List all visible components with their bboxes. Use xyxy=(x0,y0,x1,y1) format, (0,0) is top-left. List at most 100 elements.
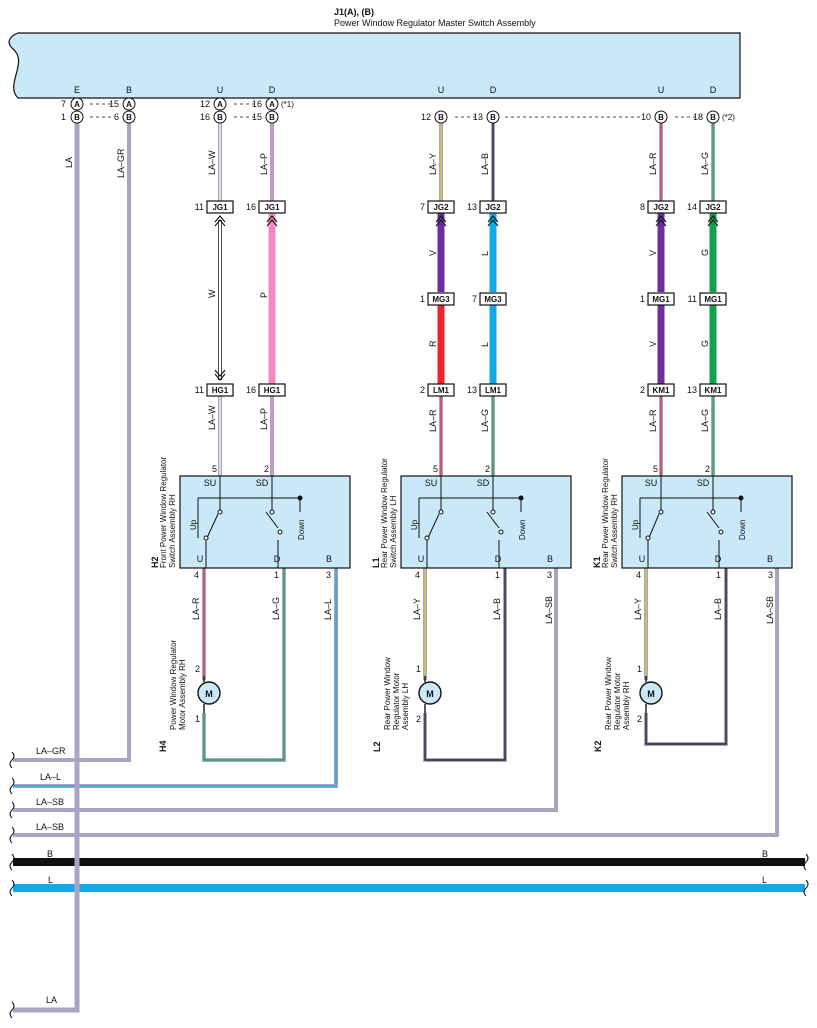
connector-letter: B xyxy=(74,113,80,122)
pin-number: 2 xyxy=(705,464,710,474)
pin-number: 2 xyxy=(264,464,269,474)
pin-number: 10 xyxy=(641,112,651,122)
wire-label: LA–B xyxy=(480,153,490,175)
pin-number: 4 xyxy=(415,570,420,580)
motor-symbol: M xyxy=(205,689,213,699)
column-wire-labels: LA–W W LA–W LA–P P LA–P LA–Y V R LA–R LA… xyxy=(207,150,710,432)
wire-label: LA–R xyxy=(648,409,658,432)
switch-ref: L1 xyxy=(371,557,381,568)
connector-letter: A xyxy=(126,100,132,109)
motor-symbol: M xyxy=(426,689,434,699)
bus-label-la: LA xyxy=(46,995,57,1005)
connector-letter: A xyxy=(217,100,223,109)
bus-label-la-gr: LA–GR xyxy=(36,746,66,756)
terminal-label: SD xyxy=(477,478,490,488)
pin-number: 4 xyxy=(194,570,199,580)
master-pin-row-b: 1 B 6 B 16 B 15 B 12 B 13 B 10 B 18 B (*… xyxy=(61,110,735,124)
motor-l2: M 1 2 L2 Rear Power Window Regulator Mot… xyxy=(372,657,442,752)
connector-km1-2 xyxy=(647,383,675,397)
break-mark xyxy=(803,853,809,871)
motor-ref: L2 xyxy=(372,741,382,752)
connector-letter: B xyxy=(490,113,496,122)
pin-number: 3 xyxy=(768,570,773,580)
switch-ref: H2 xyxy=(150,556,160,568)
wire-label: LA–W xyxy=(207,405,217,430)
pin-number: 1 xyxy=(274,570,279,580)
bus-la-gr xyxy=(13,117,131,762)
switch-name: Rear Power Window Regulator Switch Assem… xyxy=(380,456,398,568)
pin-note: (*1) xyxy=(281,100,294,109)
bus-la-sb-1 xyxy=(13,568,558,812)
bus-label-b-right: B xyxy=(762,849,768,859)
pin-number: 13 xyxy=(473,112,483,122)
switch-up-label: Up xyxy=(631,519,640,530)
switch-up-label: Up xyxy=(410,519,419,530)
pin-name-b: B xyxy=(126,85,132,95)
connector-row-jg: JG1 11 JG1 16 JG2 7 JG2 13 JG2 8 JG2 14 xyxy=(195,200,727,214)
connector-jg1-11 xyxy=(206,200,234,214)
connector-badge xyxy=(434,110,448,124)
wire-label: R xyxy=(428,340,438,347)
bus-label-l-right: L xyxy=(762,875,767,885)
pin-number: 8 xyxy=(640,202,645,212)
wire-label: L xyxy=(480,342,490,347)
break-mark xyxy=(803,879,809,897)
pin-name-u2: U xyxy=(438,85,445,95)
motor-name: Assembly LH xyxy=(401,683,410,730)
switch-l1-schematic xyxy=(418,476,522,568)
motor-k2: M 1 2 K2 Rear Power Window Regulator Mot… xyxy=(593,657,663,752)
connector-badge xyxy=(213,97,227,111)
connector-badge xyxy=(122,110,136,124)
connector-jg1-16 xyxy=(258,200,286,214)
switch-ref: K1 xyxy=(592,556,602,568)
motor-name: Regulator Motor xyxy=(392,672,401,730)
ground-buses: LA–GR LA–L LA–SB LA–SB B B L L LA xyxy=(9,117,809,1019)
wire-label-la: LA xyxy=(64,157,74,168)
connector-mg1-11 xyxy=(699,292,727,306)
pin-number: 2 xyxy=(416,714,421,724)
connector-letter: A xyxy=(269,100,275,109)
pin-number: 13 xyxy=(467,385,477,395)
connector-label: LM1 xyxy=(433,386,450,395)
wire-label: LA–P xyxy=(259,153,269,175)
wire-label: V xyxy=(648,341,658,347)
pin-number: 18 xyxy=(693,112,703,122)
connector-letter: B xyxy=(269,113,275,122)
bus-la-sb-2 xyxy=(13,568,779,837)
bus-label-la-l: LA–L xyxy=(40,772,61,782)
connector-badge xyxy=(486,110,500,124)
pin-number: 7 xyxy=(61,99,66,109)
connector-label: LM1 xyxy=(485,386,502,395)
connector-lm1-2 xyxy=(427,383,455,397)
connector-jg2-14 xyxy=(699,200,727,214)
pin-number: 11 xyxy=(688,294,697,304)
connector-label: KM1 xyxy=(653,386,670,395)
pin-number: 2 xyxy=(420,385,425,395)
wire-label: LA–R xyxy=(191,597,201,620)
motor-ref: K2 xyxy=(593,740,603,752)
connector-lm1-13 xyxy=(479,383,507,397)
connector-badge xyxy=(213,110,227,124)
connector-badge xyxy=(70,97,84,111)
connector-label: JG2 xyxy=(705,203,721,212)
pin-number: 13 xyxy=(687,385,697,395)
wire-label: LA–R xyxy=(648,152,658,175)
connector-row-mg: MG3 1 MG3 7 MG1 1 MG1 11 xyxy=(420,292,727,306)
break-mark xyxy=(9,853,15,871)
motor-ref: H4 xyxy=(158,740,168,752)
bus-la-l-stripe xyxy=(13,568,337,787)
wire-label: L xyxy=(480,251,490,256)
pin-number: 15 xyxy=(109,99,119,109)
connector-mg3-1 xyxy=(427,292,455,306)
master-pin-row-a: 7 A 15 A 12 A 16 A (*1) xyxy=(61,97,294,111)
terminal-label: D xyxy=(495,554,502,564)
master-pin-names: E B U D U D U D xyxy=(74,85,717,95)
motor-l2-icon xyxy=(418,681,442,705)
switch-name: Rear Power Window Regulator Switch Assem… xyxy=(601,456,619,568)
terminal-label: D xyxy=(274,554,281,564)
pin-number: 14 xyxy=(687,202,697,212)
pin-number: 1 xyxy=(195,714,200,724)
motor-h4: M 2 1 H4 Power Window Regulator Motor As… xyxy=(158,639,221,752)
pin-number: 1 xyxy=(61,112,66,122)
